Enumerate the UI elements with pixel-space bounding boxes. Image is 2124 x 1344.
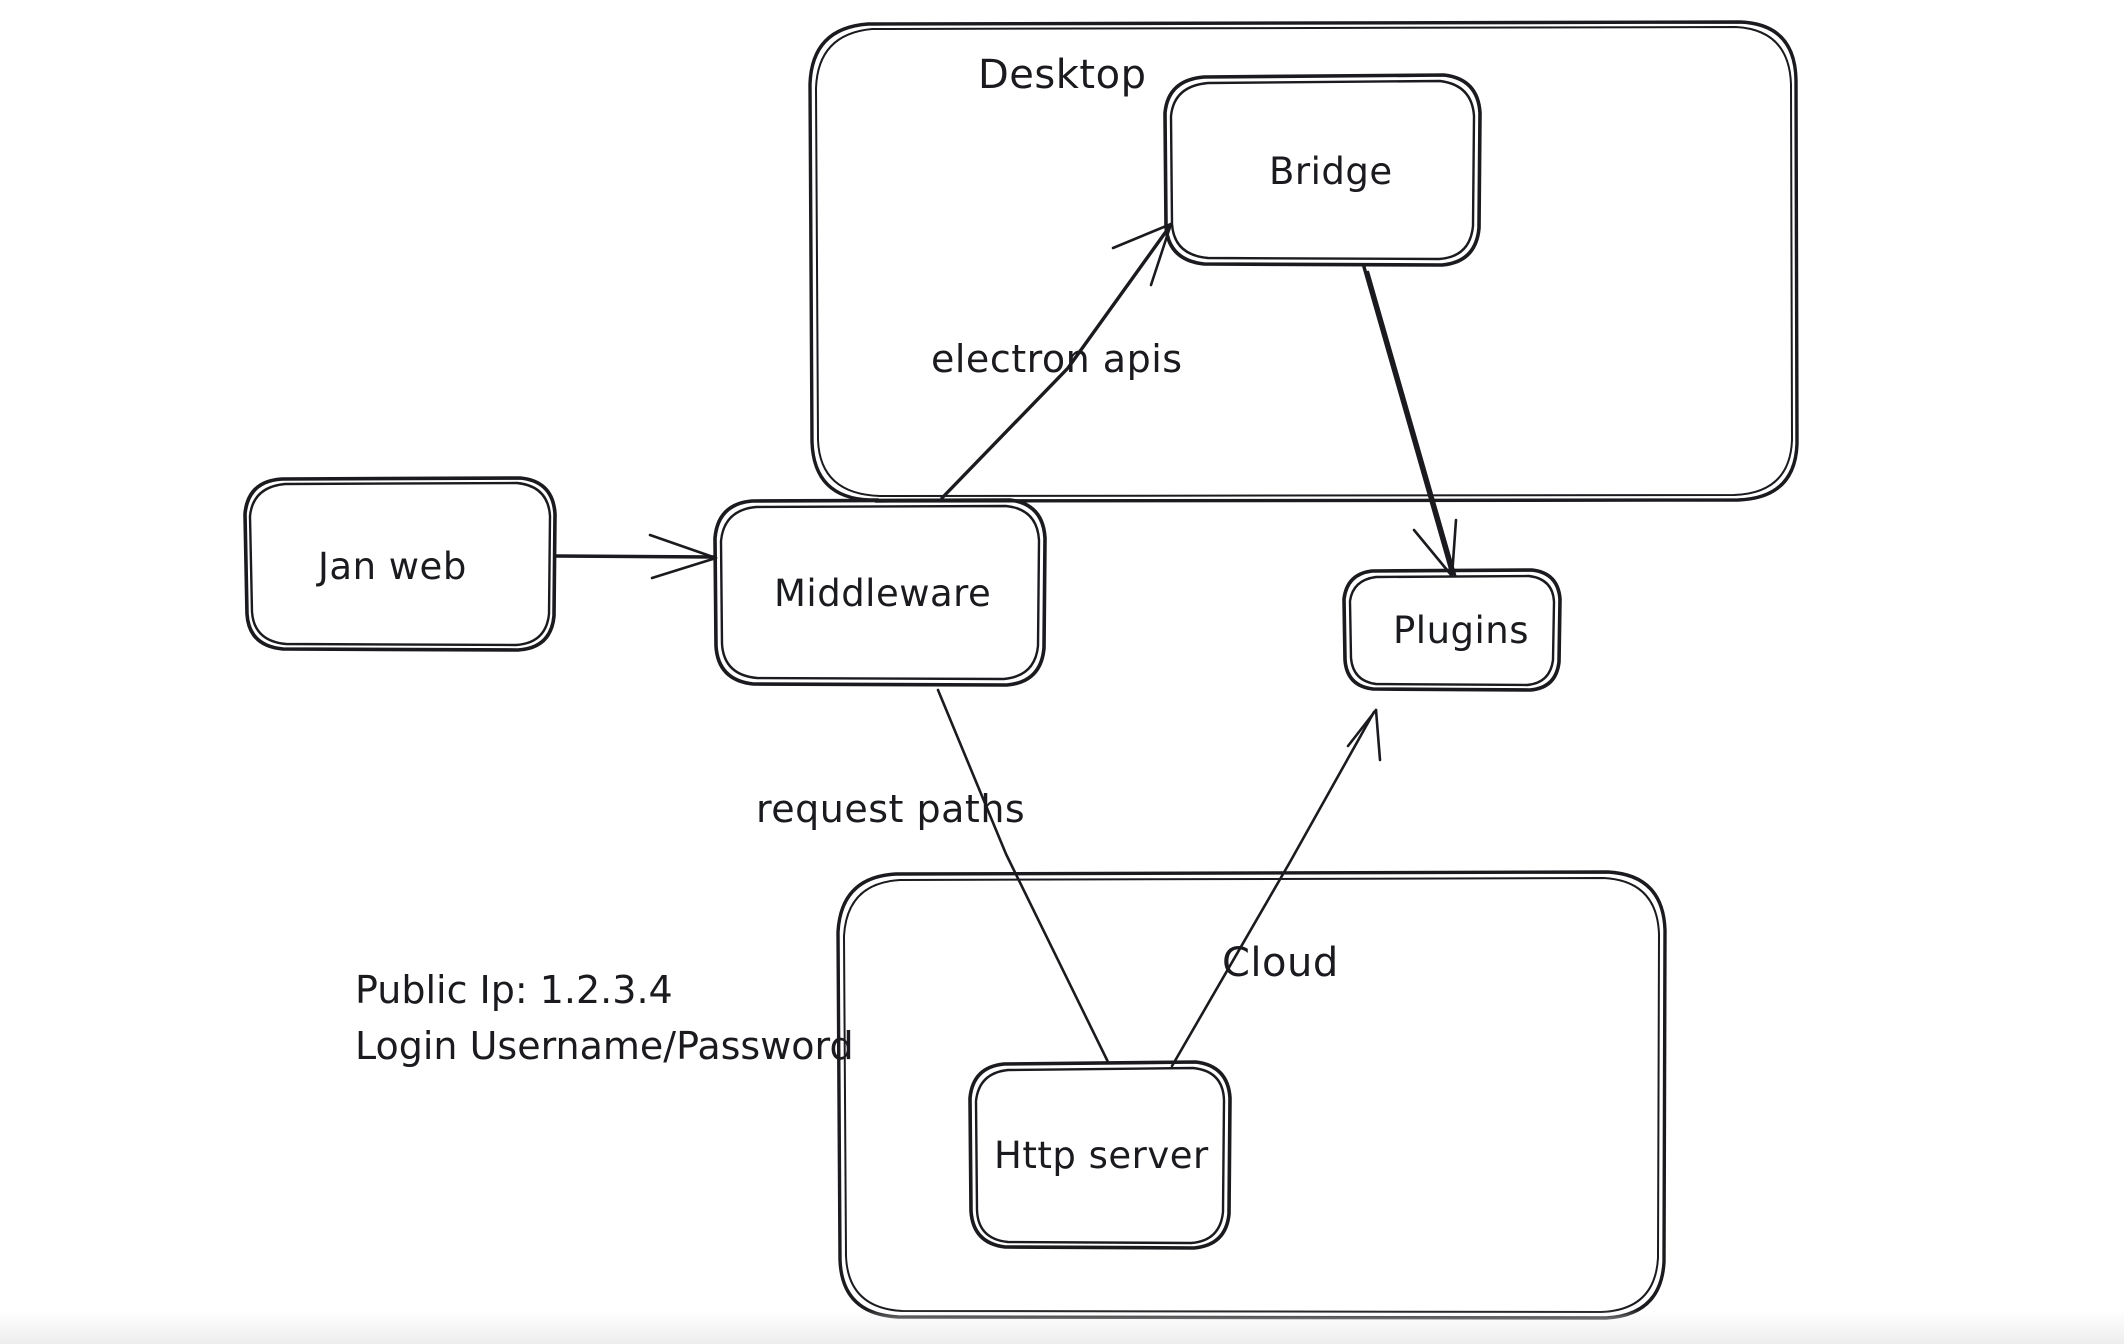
container-label-cloud: Cloud (1222, 940, 1339, 986)
node-label-jan-web: Jan web (318, 545, 467, 588)
edge-jan-web-to-middleware (554, 533, 718, 580)
node-bridge-outline (1163, 73, 1482, 267)
note-connection-details: Public Ip: 1.2.3.4 Login Username/Passwo… (355, 962, 854, 1074)
container-desktop-outline (808, 20, 1799, 503)
edge-http-server-to-plugins (1170, 708, 1382, 1068)
node-label-middleware: Middleware (774, 572, 992, 615)
edge-http-server-to-middleware (936, 688, 1110, 1064)
note-public-ip: Public Ip: 1.2.3.4 (355, 968, 673, 1012)
node-middleware-outline (713, 498, 1047, 687)
note-login: Login Username/Password (355, 1024, 854, 1068)
edge-label-request-paths: request paths (756, 787, 1026, 831)
node-label-plugins: Plugins (1393, 609, 1530, 652)
container-cloud-outline (836, 870, 1667, 1320)
node-plugins-outline (1342, 568, 1562, 692)
edge-bridge-to-plugins (1362, 265, 1458, 578)
node-label-bridge: Bridge (1269, 150, 1393, 193)
edge-label-electron-apis: electron apis (931, 337, 1183, 381)
edge-middleware-to-bridge (940, 222, 1173, 500)
node-label-http-server: Http server (994, 1134, 1209, 1177)
node-http-server-outline (968, 1060, 1232, 1250)
container-label-desktop: Desktop (978, 52, 1147, 98)
node-jan-web-outline (243, 476, 557, 652)
